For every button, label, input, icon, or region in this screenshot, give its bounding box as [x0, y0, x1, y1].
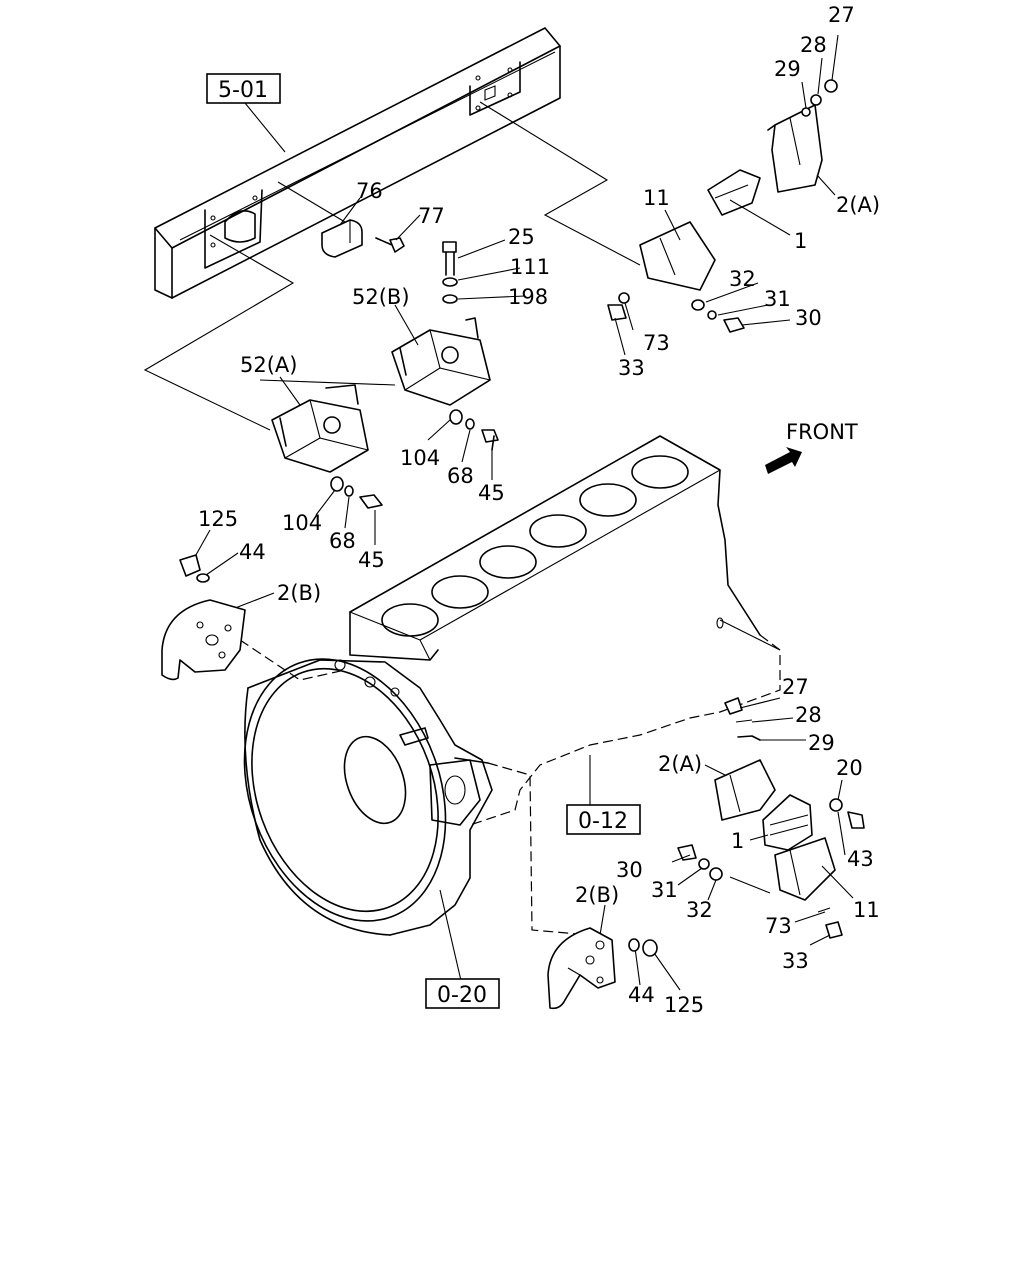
callout-11: 11	[643, 186, 670, 210]
callout-45: 45	[478, 481, 505, 505]
callout-29: 29	[774, 57, 801, 81]
bracket-2a-lower	[714, 759, 776, 821]
mount-52a	[271, 384, 369, 473]
bolt-77	[375, 237, 405, 253]
callout-2b: 2(B)	[277, 581, 321, 605]
callout-33: 33	[782, 949, 809, 973]
callout-68: 68	[447, 464, 474, 488]
callout-104: 104	[400, 446, 440, 470]
callout-30: 30	[616, 858, 643, 882]
callout-2a: 2(A)	[658, 752, 702, 776]
callout-73: 73	[765, 914, 792, 938]
callout-198: 198	[508, 285, 548, 309]
mount-1-upper	[707, 169, 761, 216]
mount-52b	[391, 317, 491, 406]
callout-27: 27	[828, 3, 855, 27]
plate-11-lower	[774, 837, 836, 901]
callout-11: 11	[853, 898, 880, 922]
front-label: FRONT	[786, 420, 858, 444]
callout-2a: 2(A)	[836, 193, 880, 217]
plate-11-upper	[639, 221, 716, 291]
callout-43: 43	[847, 847, 874, 871]
svg-text:5-01: 5-01	[218, 78, 268, 103]
cylinder-block	[349, 435, 781, 826]
mount-1-lower	[762, 794, 813, 851]
callout-25: 25	[508, 225, 535, 249]
ref-box-5-01: 5-01	[206, 73, 281, 104]
callout-1: 1	[731, 829, 744, 853]
callout-28: 28	[800, 33, 827, 57]
bracket-2a-upper	[767, 104, 823, 193]
bolt-25	[442, 241, 458, 304]
callout-73: 73	[643, 331, 670, 355]
callout-44: 44	[239, 540, 266, 564]
frame-rail	[154, 27, 561, 299]
flywheel-housing	[243, 658, 591, 936]
callout-111: 111	[510, 255, 550, 279]
callout-44: 44	[628, 983, 655, 1007]
ref-box-0-20: 0-20	[425, 978, 500, 1009]
callout-76: 76	[356, 179, 383, 203]
callout-27: 27	[782, 675, 809, 699]
callout-104: 104	[282, 511, 322, 535]
bracket-2b-lower	[547, 927, 616, 1010]
callout-28: 28	[795, 703, 822, 727]
callout-77: 77	[418, 204, 445, 228]
callout-125: 125	[198, 507, 238, 531]
callout-29: 29	[808, 731, 835, 755]
callout-31: 31	[764, 287, 791, 311]
bracket-2b-left	[161, 599, 246, 681]
front-arrow-icon	[765, 447, 802, 474]
callout-68: 68	[329, 529, 356, 553]
ref-box-0-12: 0-12	[566, 804, 641, 835]
callout-1: 1	[794, 229, 807, 253]
callout-31: 31	[651, 878, 678, 902]
callout-20: 20	[836, 756, 863, 780]
callout-32: 32	[729, 267, 756, 291]
pad-76	[321, 219, 363, 258]
callout-52a: 52(A)	[240, 353, 297, 377]
callout-125: 125	[664, 993, 704, 1017]
callout-32: 32	[686, 898, 713, 922]
callout-30: 30	[795, 306, 822, 330]
callout-45: 45	[358, 548, 385, 572]
callout-52b: 52(B)	[352, 285, 410, 309]
callout-33: 33	[618, 356, 645, 380]
callout-2b: 2(B)	[575, 883, 619, 907]
svg-text:0-12: 0-12	[578, 809, 628, 834]
svg-text:0-20: 0-20	[437, 983, 487, 1008]
